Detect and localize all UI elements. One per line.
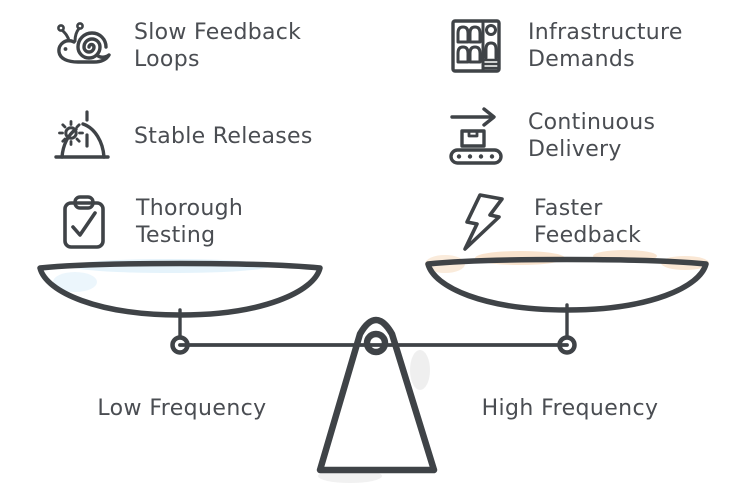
list-item-stable-releases: Stable Releases xyxy=(50,104,313,168)
balance-scale xyxy=(37,250,709,483)
sunrise-icon xyxy=(50,104,114,168)
snail-icon xyxy=(50,14,114,78)
high-frequency-label: High Frequency xyxy=(481,396,659,421)
list-item-infrastructure-demands: Infrastructure Demands xyxy=(444,14,683,78)
left-pan xyxy=(37,260,323,318)
left-beam-ring xyxy=(170,335,190,355)
conveyor-belt-icon xyxy=(444,104,508,168)
right-beam-ring xyxy=(557,335,577,355)
item-label: Infrastructure Demands xyxy=(528,20,683,72)
list-item-thorough-testing: Thorough Testing xyxy=(52,190,243,254)
item-label: Thorough Testing xyxy=(136,196,244,248)
item-label: Stable Releases xyxy=(134,123,313,149)
low-frequency-label: Low Frequency xyxy=(97,396,267,421)
right-pan xyxy=(425,256,709,313)
fulcrum-pivot-hole xyxy=(363,330,389,356)
list-item-faster-feedback: Faster Feedback xyxy=(450,190,641,254)
pan-smudges xyxy=(53,250,709,483)
item-label: Slow Feedback Loops xyxy=(134,20,302,72)
lightning-bolt-icon xyxy=(450,190,514,254)
server-rack-icon xyxy=(444,14,508,78)
item-label: Continuous Delivery xyxy=(528,110,656,162)
clipboard-check-icon xyxy=(52,190,116,254)
list-item-slow-feedback: Slow Feedback Loops xyxy=(50,14,301,78)
fulcrum xyxy=(316,316,438,474)
item-label: Faster Feedback xyxy=(534,196,642,248)
list-item-continuous-delivery: Continuous Delivery xyxy=(444,104,655,168)
